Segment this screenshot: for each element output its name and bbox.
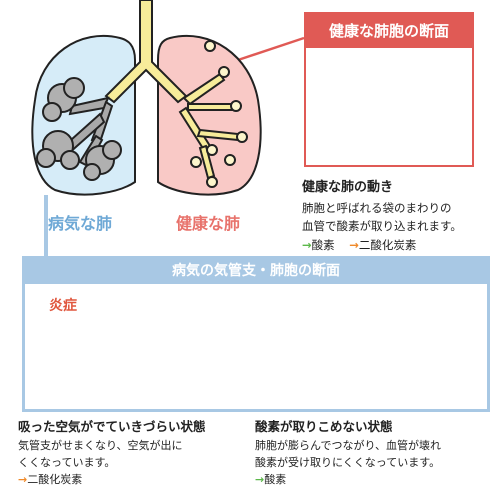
oxygen-arrow-icon: → [255, 473, 265, 486]
healthy-body-line1: 肺胞と呼ばれる袋のまわりの [302, 201, 452, 215]
sick-left-body: 気管支がせまくなり、空気が出に くくなっています。 [18, 439, 183, 469]
sick-right-body: 肺胞が膨らんでつながり、血管が壊れ 酸素が受け取りにくくなっています。 [255, 439, 442, 469]
legend-co2: 二酸化炭素 [358, 238, 417, 252]
sick-lung-label: 病気な肺 [48, 214, 113, 233]
sick-alveoli [36, 77, 122, 181]
sick-caption-left: 吸った空気がでていきづらい状態 気管支がせまくなり、空気が出に くくなっています… [18, 416, 258, 488]
sick-right-legend: →酸素 [255, 473, 287, 486]
healthy-connector-line [231, 36, 305, 64]
sick-section-title: 病気の気管支・肺胞の断面 [22, 256, 490, 284]
sick-left-legend: →二酸化炭素 [18, 473, 83, 486]
healthy-legend: →酸素 →二酸化炭素 [302, 237, 497, 253]
sick-caption-right: 酸素が取りこめない状態 肺胞が膨らんでつながり、血管が壊れ 酸素が受け取りにくく… [255, 416, 500, 488]
healthy-lung [157, 34, 262, 196]
co2-arrow-icon: → [18, 473, 28, 486]
sick-right-heading: 酸素が取りこめない状態 [255, 419, 393, 434]
sick-left-heading: 吸った空気がでていきづらい状態 [18, 419, 206, 434]
legend-oxygen: 酸素 [311, 238, 335, 252]
healthy-lung-label: 健康な肺 [176, 214, 241, 233]
healthy-body-line2: 血管で酸素が取り込まれます。 [302, 219, 462, 233]
co2-arrow-icon: → [349, 238, 359, 252]
inflammation-label: 炎症 [49, 298, 77, 314]
healthy-explanation: 健康な肺の動き 肺胞と呼ばれる袋のまわりの 血管で酸素が取り込まれます。 →酸素… [302, 176, 497, 253]
healthy-heading: 健康な肺の動き [302, 180, 394, 195]
healthy-tips [190, 40, 248, 188]
trachea [104, 0, 188, 104]
oxygen-arrow-icon: → [302, 238, 312, 252]
healthy-section-title: 健康な肺胞の断面 [304, 12, 474, 48]
